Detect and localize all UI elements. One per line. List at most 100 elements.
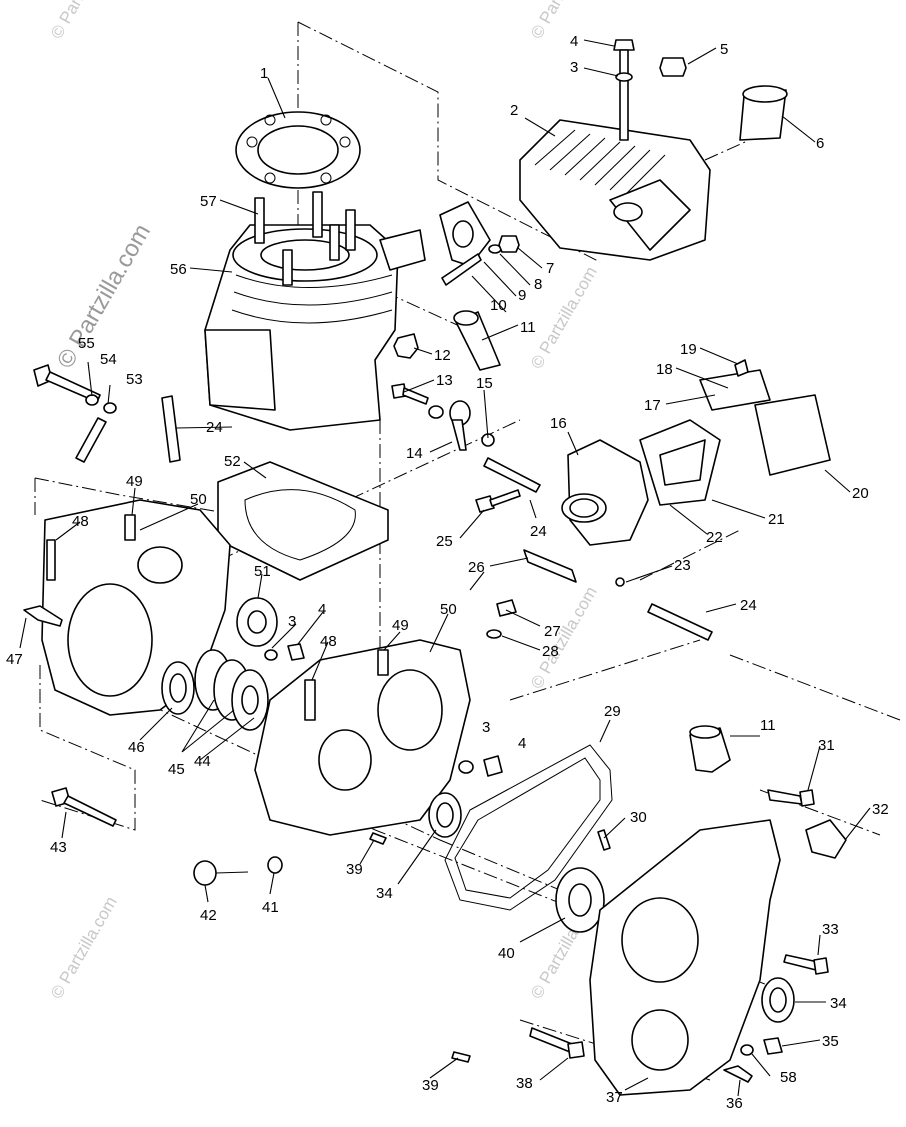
clip — [615, 577, 625, 587]
callout-4: 4 — [518, 735, 526, 752]
crank-seal — [161, 661, 195, 715]
callout-22: 22 — [706, 529, 723, 546]
crankcase-right — [254, 639, 471, 836]
washer — [740, 1044, 754, 1056]
case-cover — [589, 819, 781, 1096]
oil-seal — [428, 792, 462, 838]
callout-23: 23 — [674, 557, 691, 574]
callout-48: 48 — [320, 633, 337, 650]
callout-39: 39 — [422, 1077, 439, 1094]
nut — [498, 235, 520, 253]
long-bolt — [51, 787, 117, 827]
callout-52: 52 — [224, 453, 241, 470]
strap — [161, 395, 713, 641]
bolt — [783, 954, 829, 975]
callout-48: 48 — [72, 513, 89, 530]
callout-42: 42 — [200, 907, 217, 924]
callout-34: 34 — [830, 995, 847, 1012]
callout-3: 3 — [570, 59, 578, 76]
callout-36: 36 — [726, 1095, 743, 1112]
cylinder — [204, 191, 426, 431]
washer — [458, 760, 474, 774]
callout-29: 29 — [604, 703, 621, 720]
dowel-pin — [597, 829, 611, 851]
fitting — [287, 643, 305, 661]
crankcase-left — [41, 499, 231, 716]
callout-20: 20 — [852, 485, 869, 502]
callout-14: 14 — [406, 445, 423, 462]
nut — [393, 333, 419, 359]
banjo-fitting — [428, 400, 495, 451]
callout-30: 30 — [630, 809, 647, 826]
callout-18: 18 — [656, 361, 673, 378]
callout-27: 27 — [544, 623, 561, 640]
plug — [193, 860, 249, 886]
dowel-pin — [451, 1051, 471, 1063]
base-gasket — [217, 461, 389, 581]
fitting — [763, 1037, 783, 1055]
watermark: © Partzilla.com — [47, 0, 121, 42]
callout-41: 41 — [262, 899, 279, 916]
callout-53: 53 — [126, 371, 143, 388]
callout-5: 5 — [720, 41, 728, 58]
long-bolt — [33, 364, 117, 414]
callout-50: 50 — [440, 601, 457, 618]
callout-24: 24 — [206, 419, 223, 436]
exhaust-stud — [441, 253, 482, 286]
head-bolt — [613, 39, 635, 141]
cylinder-head — [519, 119, 711, 261]
callout-24: 24 — [740, 597, 757, 614]
callout-8: 8 — [534, 276, 542, 293]
callout-55: 55 — [78, 335, 95, 352]
head-gasket — [235, 111, 361, 189]
callout-3: 3 — [482, 719, 490, 736]
case-gasket — [444, 744, 613, 911]
watermark: © Partzilla.com — [527, 583, 601, 692]
bolt — [723, 1065, 753, 1083]
fitting — [483, 755, 503, 777]
o-ring — [267, 856, 283, 874]
callout-49: 49 — [392, 617, 409, 634]
bearing — [555, 867, 605, 933]
callout-4: 4 — [318, 601, 326, 618]
callout-49: 49 — [126, 473, 143, 490]
callout-15: 15 — [476, 375, 493, 392]
callout-45: 45 — [168, 761, 185, 778]
callout-50: 50 — [190, 491, 207, 508]
callout-10: 10 — [490, 297, 507, 314]
callout-58: 58 — [780, 1069, 797, 1086]
washer — [486, 629, 502, 639]
callout-4: 4 — [570, 33, 578, 50]
callout-2: 2 — [510, 102, 518, 119]
callout-31: 31 — [818, 737, 835, 754]
callout-6: 6 — [816, 135, 824, 152]
callout-28: 28 — [542, 643, 559, 660]
head-nut — [659, 57, 687, 77]
sleeve — [739, 85, 788, 141]
callout-7: 7 — [546, 260, 554, 277]
watermark: © Partzilla.com — [47, 893, 121, 1002]
callout-12: 12 — [434, 347, 451, 364]
callout-21: 21 — [768, 511, 785, 528]
dowel-pin — [369, 832, 387, 845]
callout-43: 43 — [50, 839, 67, 856]
exhaust-gasket — [439, 201, 491, 267]
reed-valve — [639, 359, 831, 506]
callout-38: 38 — [516, 1075, 533, 1092]
callout-39: 39 — [346, 861, 363, 878]
callout-25: 25 — [436, 533, 453, 550]
callout-1: 1 — [260, 65, 268, 82]
elbow — [453, 310, 501, 371]
callout-37: 37 — [606, 1089, 623, 1106]
callout-47: 47 — [6, 651, 23, 668]
callout-13: 13 — [436, 372, 453, 389]
callout-26: 26 — [468, 559, 485, 576]
dowel — [75, 417, 107, 463]
callout-51: 51 — [254, 563, 271, 580]
callout-46: 46 — [128, 739, 145, 756]
callout-11: 11 — [520, 319, 536, 336]
fitting — [805, 819, 847, 859]
callout-40: 40 — [498, 945, 515, 962]
callout-3: 3 — [288, 613, 296, 630]
